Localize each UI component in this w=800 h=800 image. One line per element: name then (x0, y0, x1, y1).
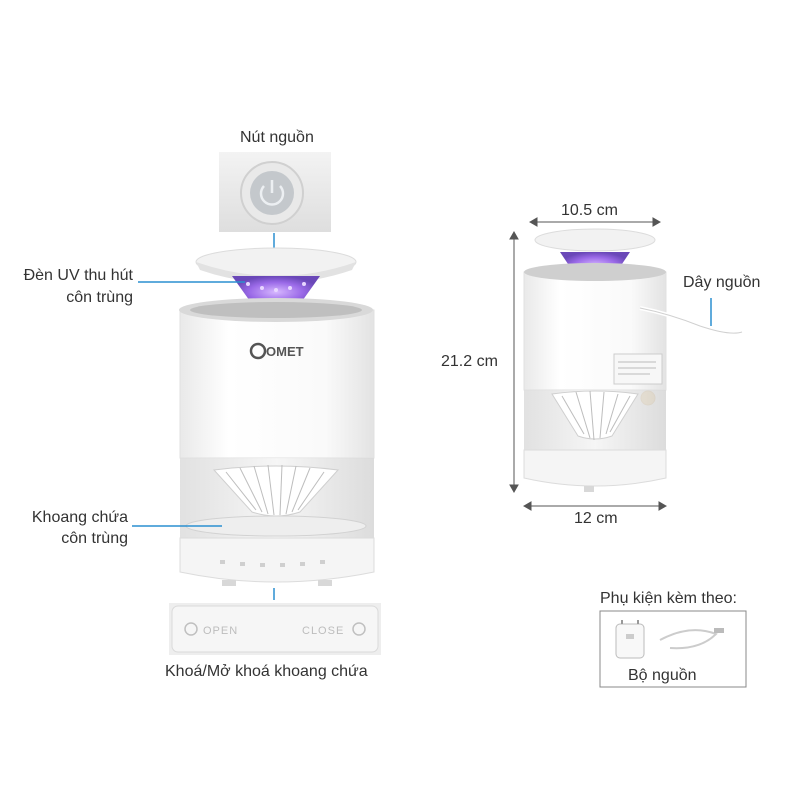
lock-close-text: CLOSE (302, 625, 345, 637)
collection-chamber (180, 458, 374, 538)
lock-open-text: OPEN (203, 625, 239, 637)
power-button-label: Nút nguồn (240, 129, 314, 146)
lock-unlock-inset (169, 603, 381, 655)
brand-logo: OMET (266, 344, 304, 359)
power-cord-label: Dây nguồn (683, 274, 761, 291)
lock-unlock-label: Khoá/Mở khoá khoang chứa (165, 663, 368, 680)
uv-light-label-line2: côn trùng (66, 289, 133, 306)
dimension-lines (509, 217, 668, 511)
uv-light-label-line1: Đèn UV thu hút (23, 267, 133, 284)
width-base-dimension: 12 cm (574, 510, 618, 527)
adapter-label: Bộ nguồn (628, 667, 697, 684)
main-body: OMET (179, 298, 375, 459)
chamber-label-line1: Khoang chứa (31, 509, 128, 526)
height-dimension: 21.2 cm (441, 353, 498, 370)
side-view-product (523, 228, 743, 492)
base (179, 537, 375, 586)
accessories-box (599, 610, 747, 688)
accessories-title: Phụ kiện kèm theo: (600, 590, 737, 607)
chamber-label-line2: côn trùng (61, 530, 128, 547)
power-button-inset (219, 152, 331, 232)
width-top-dimension: 10.5 cm (561, 202, 618, 219)
